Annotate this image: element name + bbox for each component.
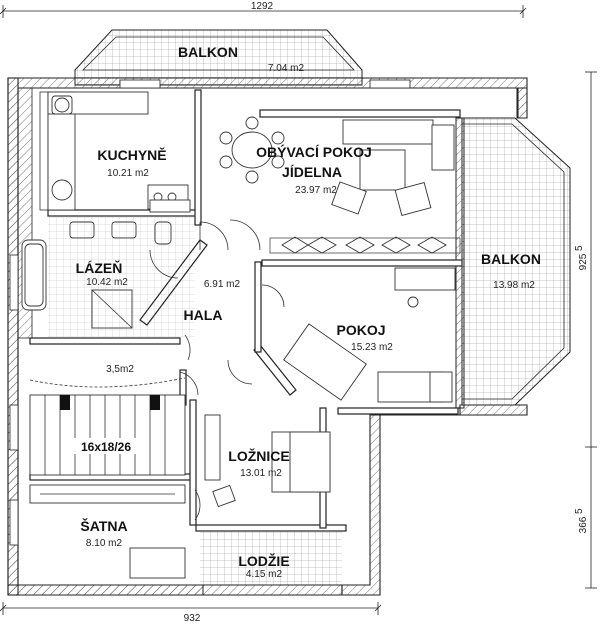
dimension-right-upper-group: 925 5 xyxy=(574,245,589,270)
dimension-bottom: 932 xyxy=(184,613,201,624)
dimension-right-lower-sup: 5 xyxy=(574,508,585,514)
room-name-loznice: LOŽNICE xyxy=(228,447,289,464)
loznice-furniture xyxy=(204,414,331,508)
window-marks xyxy=(9,79,411,546)
kitchen-furniture xyxy=(47,91,191,213)
stair-label-bg xyxy=(72,438,142,454)
room-area-balkon-top: 7.04 m2 xyxy=(268,63,305,74)
satna-furniture xyxy=(29,484,186,579)
room-area-hala: 6.91 m2 xyxy=(204,279,241,290)
staircase xyxy=(29,377,186,476)
room-name-obyvaci: OBÝVACÍ POKOJ xyxy=(256,143,372,160)
dimension-top: 1292 xyxy=(251,1,274,12)
stair-dimensions-label: 16x18/26 xyxy=(81,440,131,454)
room-area-lazen: 10.42 m2 xyxy=(86,277,128,288)
room-area-balkon-right: 13.98 m2 xyxy=(493,280,535,291)
pokoj-furniture xyxy=(283,267,456,403)
room-area-kuchyne: 10.21 m2 xyxy=(107,168,149,179)
dining-table xyxy=(219,116,285,184)
dimension-right-lower-group: 366 5 xyxy=(574,508,589,533)
dimension-right-lower: 366 xyxy=(578,516,589,533)
room-name-jidelna: JÍDELNA xyxy=(282,164,342,180)
room-name-lodzie: LODŽIE xyxy=(238,552,289,569)
room-name-pokoj: POKOJ xyxy=(336,322,385,338)
room-name-kuchyne: KUCHYNĚ xyxy=(97,146,166,163)
room-area-pokoj: 15.23 m2 xyxy=(351,342,393,353)
dimension-right-upper-sup: 5 xyxy=(574,245,585,251)
room-name-satna: ŠATNA xyxy=(80,517,127,534)
room-area-loznice: 13.01 m2 xyxy=(240,468,282,479)
dimension-lines xyxy=(0,5,597,615)
room-area-lodzie: 4.15 m2 xyxy=(246,569,283,580)
dimension-right-upper: 925 xyxy=(578,253,589,270)
room-name-balkon-right: BALKON xyxy=(481,251,541,267)
room-area-satna: 8.10 m2 xyxy=(86,538,123,549)
room-name-balkon-top: BALKON xyxy=(178,44,238,60)
room-name-hala: HALA xyxy=(184,307,223,323)
living-furniture xyxy=(269,119,461,254)
room-area-obyvaci: 23.97 m2 xyxy=(295,185,337,196)
lodzie-tiles xyxy=(200,530,342,585)
room-area-chodba: 3,5m2 xyxy=(106,364,134,375)
room-name-lazen: LÁZEŇ xyxy=(76,259,123,276)
bathroom-fixtures xyxy=(21,216,195,338)
